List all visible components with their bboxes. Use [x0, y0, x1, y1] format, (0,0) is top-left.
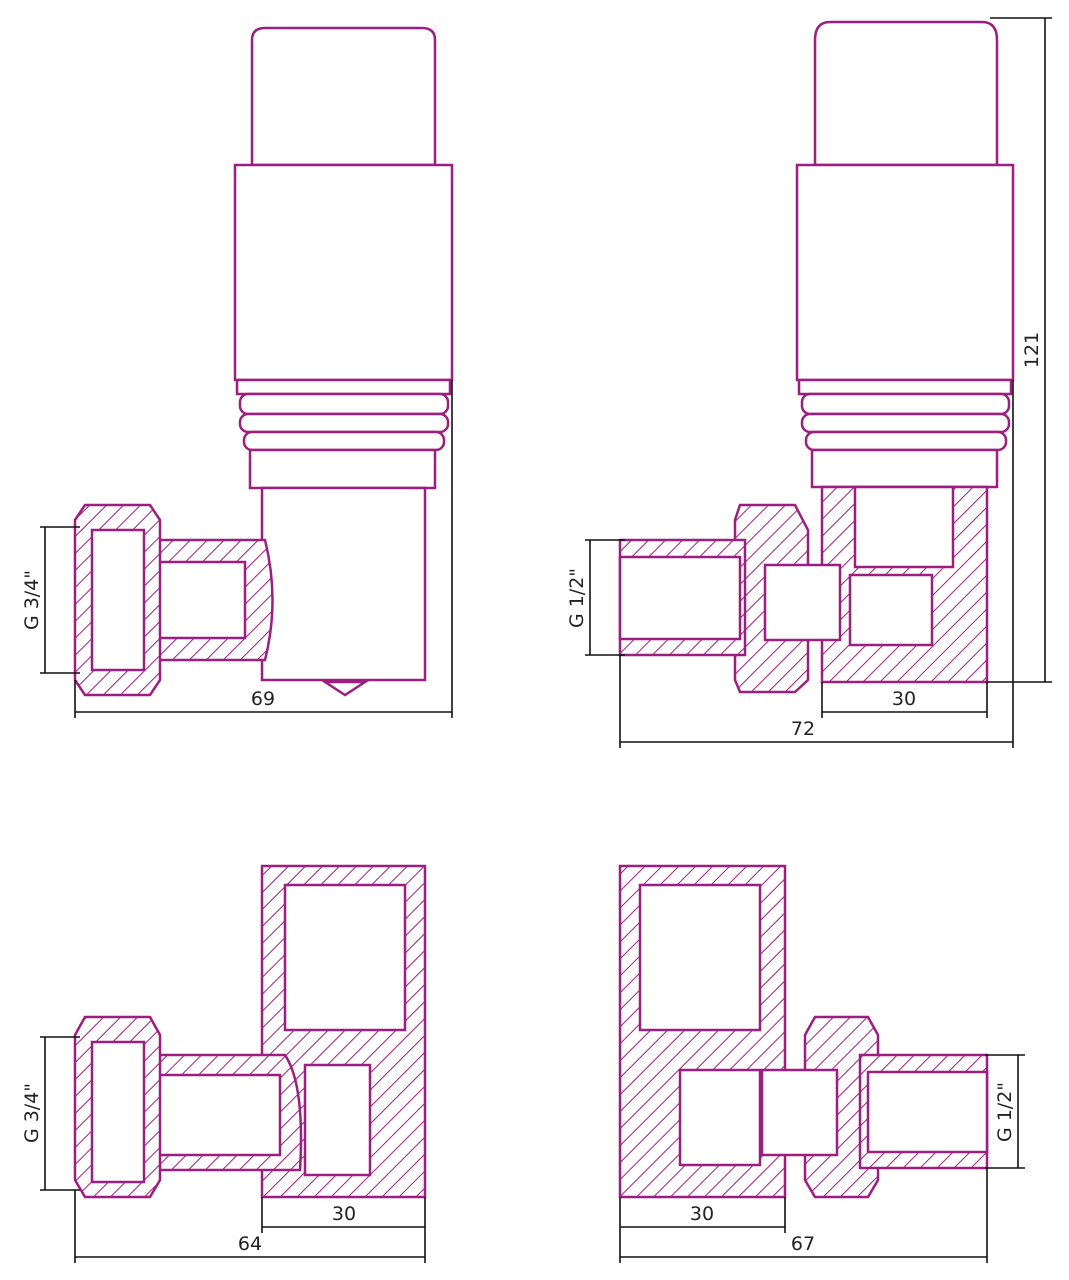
ring — [238, 392, 450, 416]
thread-label: G 3/4" — [21, 1083, 43, 1143]
thread-label: G 1/2" — [566, 568, 588, 628]
tail-bore — [763, 563, 842, 642]
thermo-head-body — [795, 163, 1015, 382]
valve-body — [260, 486, 427, 682]
ring — [800, 392, 1011, 416]
stem-tip — [320, 680, 370, 697]
pipe-bore — [148, 560, 247, 640]
ring — [238, 412, 450, 434]
overall-width-label: 67 — [791, 1233, 815, 1255]
valve-cavity — [303, 1063, 372, 1177]
insert — [853, 485, 955, 569]
knurl-ring — [810, 448, 999, 489]
thermo-head-cap — [813, 20, 999, 167]
ring — [797, 378, 1013, 396]
thread-label: G 3/4" — [21, 570, 43, 630]
pipe-bore — [148, 1073, 282, 1157]
body-width-label: 30 — [690, 1203, 714, 1225]
thermo-head-cap — [250, 26, 437, 167]
overall-width-label: 72 — [791, 718, 815, 740]
view-bottom-right: G 1/2" 30 67 — [618, 864, 1025, 1263]
valve-cavity — [678, 1068, 762, 1167]
overall-width-label: 69 — [251, 688, 275, 710]
body-width-label: 30 — [332, 1203, 356, 1225]
knurl-ring — [248, 448, 437, 490]
nut-bore — [90, 1040, 146, 1184]
insert — [638, 883, 762, 1032]
nut-bore — [90, 528, 146, 672]
overall-width-label: 64 — [238, 1233, 262, 1255]
view-top-left: G 3/4" 69 — [21, 26, 454, 718]
height-label: 121 — [1021, 332, 1043, 368]
ring — [235, 378, 452, 396]
ring — [800, 412, 1011, 434]
tail-bore — [866, 1070, 989, 1154]
view-top-right: G 1/2" 121 30 72 — [566, 17, 1052, 748]
insert — [283, 883, 407, 1032]
view-bottom-left: G 3/4" 30 64 — [21, 864, 427, 1263]
thread-label: G 1/2" — [994, 1082, 1016, 1142]
body-width-label: 30 — [892, 688, 916, 710]
thermo-head-body — [233, 163, 454, 382]
tail-bore — [618, 555, 742, 641]
tail-bore — [760, 1068, 839, 1157]
ring — [804, 430, 1008, 452]
ring — [242, 430, 446, 452]
valve-cavity — [848, 573, 934, 647]
